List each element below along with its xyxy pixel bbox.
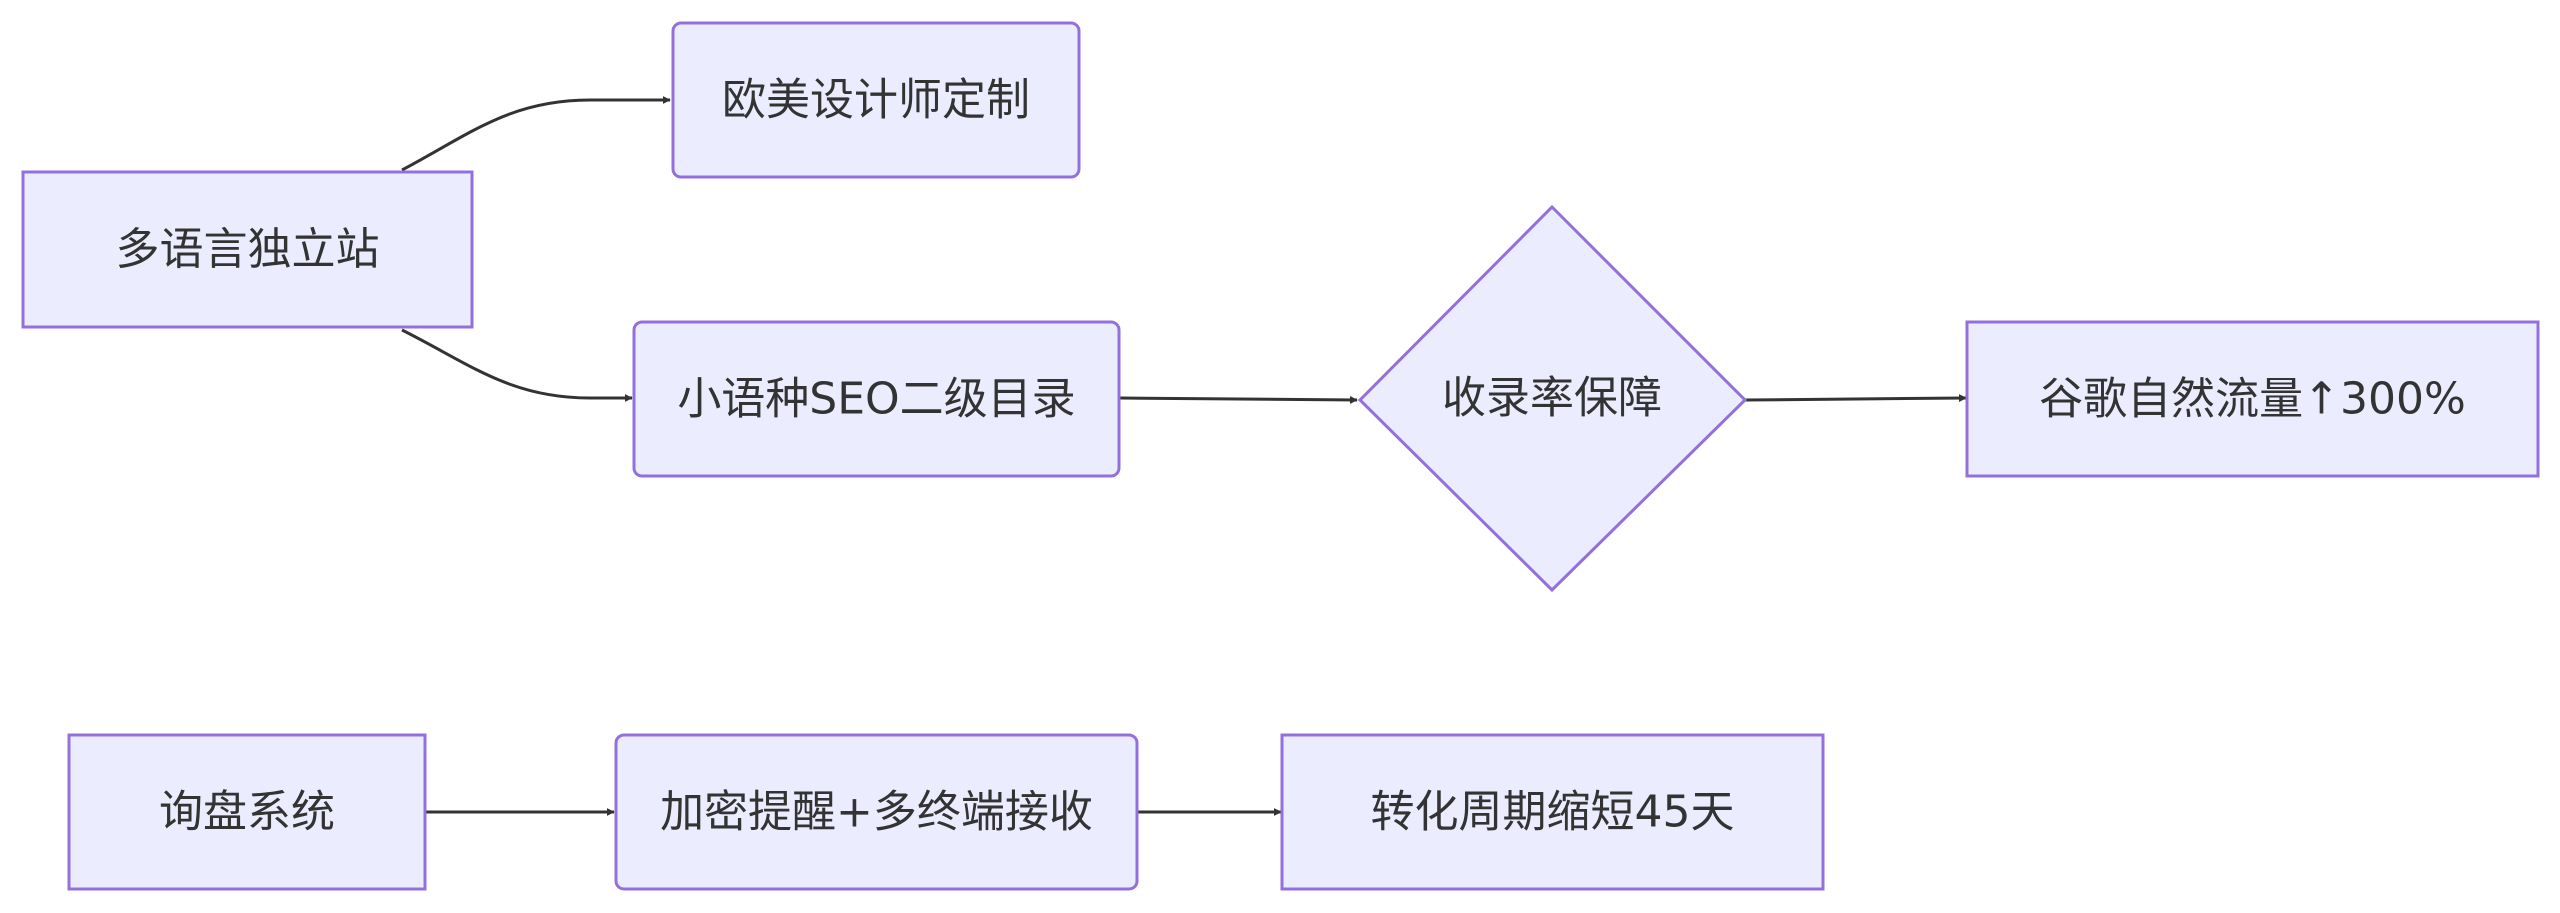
node-label: 谷歌自然流量↑300% xyxy=(2039,374,2466,425)
node-encrypted-alert: 加密提醒+多终端接收 xyxy=(614,733,1139,891)
node-label: 加密提醒+多终端接收 xyxy=(660,787,1093,838)
node-label: 转化周期缩短45天 xyxy=(1371,787,1735,838)
node-eu-us-design: 欧美设计师定制 xyxy=(671,21,1081,179)
edge-multilang-to-seo xyxy=(401,328,633,402)
edge-seo-to-indexing xyxy=(1119,395,1358,404)
edges xyxy=(401,96,1967,816)
node-label: 询盘系统 xyxy=(159,787,335,838)
node-label: 欧美设计师定制 xyxy=(722,75,1030,126)
edge-multilang-to-design xyxy=(401,96,671,172)
node-label: 小语种SEO二级目录 xyxy=(677,374,1075,425)
node-inquiry-system: 询盘系统 xyxy=(67,733,427,891)
node-conversion-cycle: 转化周期缩短45天 xyxy=(1280,733,1825,891)
node-label: 多语言独立站 xyxy=(116,224,380,275)
edge-indexing-to-traffic xyxy=(1744,394,1967,403)
node-indexing-diamond: 收录率保障 xyxy=(1357,204,1748,593)
node-label: 收录率保障 xyxy=(1442,373,1662,424)
node-google-traffic: 谷歌自然流量↑300% xyxy=(1965,320,2540,478)
node-multilang-site: 多语言独立站 xyxy=(21,170,474,329)
node-minor-lang-seo: 小语种SEO二级目录 xyxy=(632,320,1121,478)
